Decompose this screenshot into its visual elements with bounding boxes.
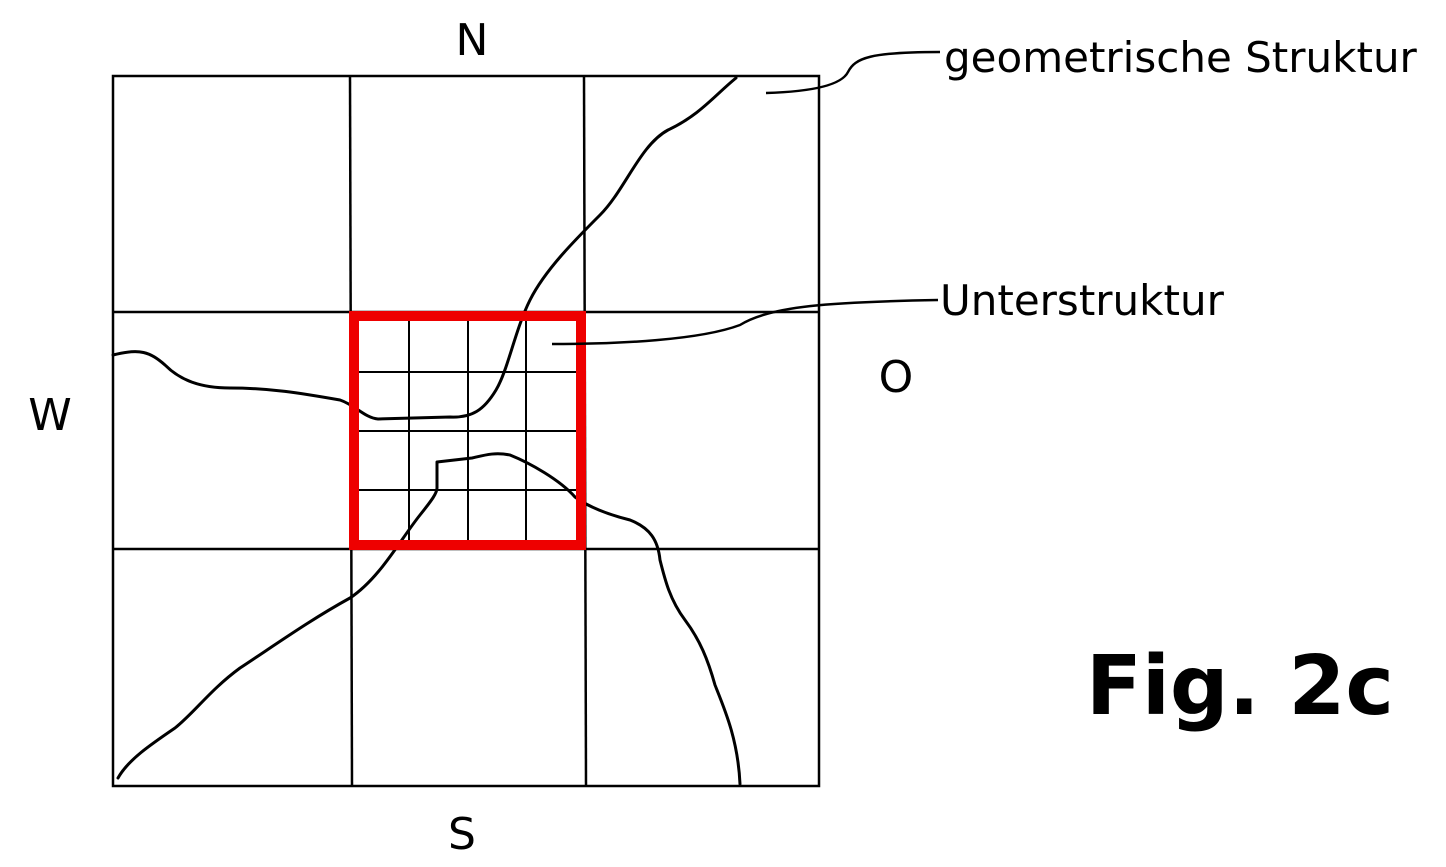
callout-substructure: Unterstruktur bbox=[940, 276, 1225, 325]
leader-line-substructure bbox=[551, 298, 939, 346]
geometric-structure bbox=[111, 76, 742, 786]
structure-curve-south-east bbox=[116, 452, 742, 786]
leader-line-geometric-structure bbox=[765, 50, 941, 95]
structure-curve-north-west bbox=[111, 76, 738, 421]
compass-east-label: O bbox=[879, 352, 914, 403]
grid-outer-border bbox=[111, 74, 821, 788]
coarse-grid bbox=[111, 74, 821, 788]
substructure-frame bbox=[349, 311, 586, 550]
compass-south-label: S bbox=[448, 809, 476, 860]
figure-label: Fig. 2c bbox=[1086, 639, 1394, 734]
compass-north-label: N bbox=[456, 15, 489, 66]
callout-geometric-structure: geometrische Struktur bbox=[944, 33, 1418, 82]
fine-subgrid bbox=[354, 316, 581, 545]
compass-west-label: W bbox=[28, 390, 72, 441]
